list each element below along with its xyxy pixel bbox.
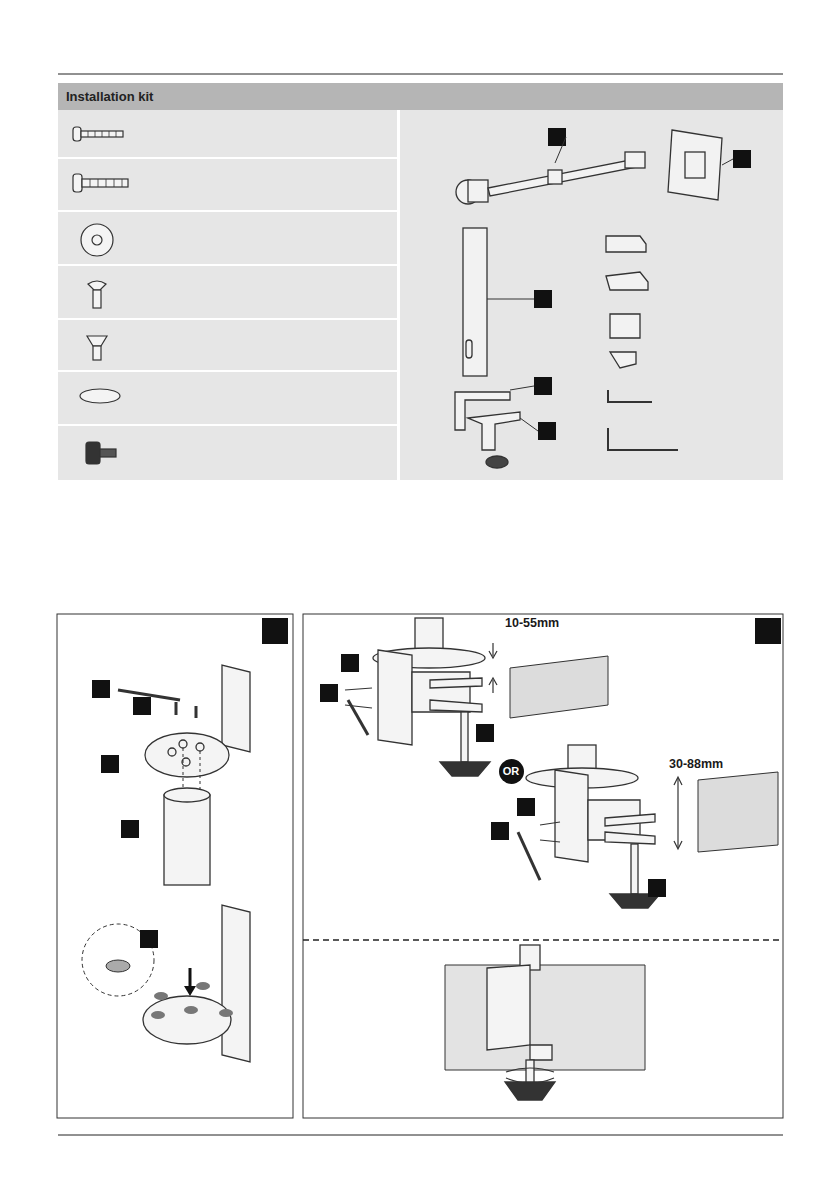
or-badge: OR (499, 759, 524, 784)
dimension-label: 30-88mm (667, 757, 725, 771)
section-title: Installation kit (66, 89, 153, 104)
dimension-label: 10-55mm (503, 616, 561, 630)
or-text: OR (503, 765, 520, 777)
